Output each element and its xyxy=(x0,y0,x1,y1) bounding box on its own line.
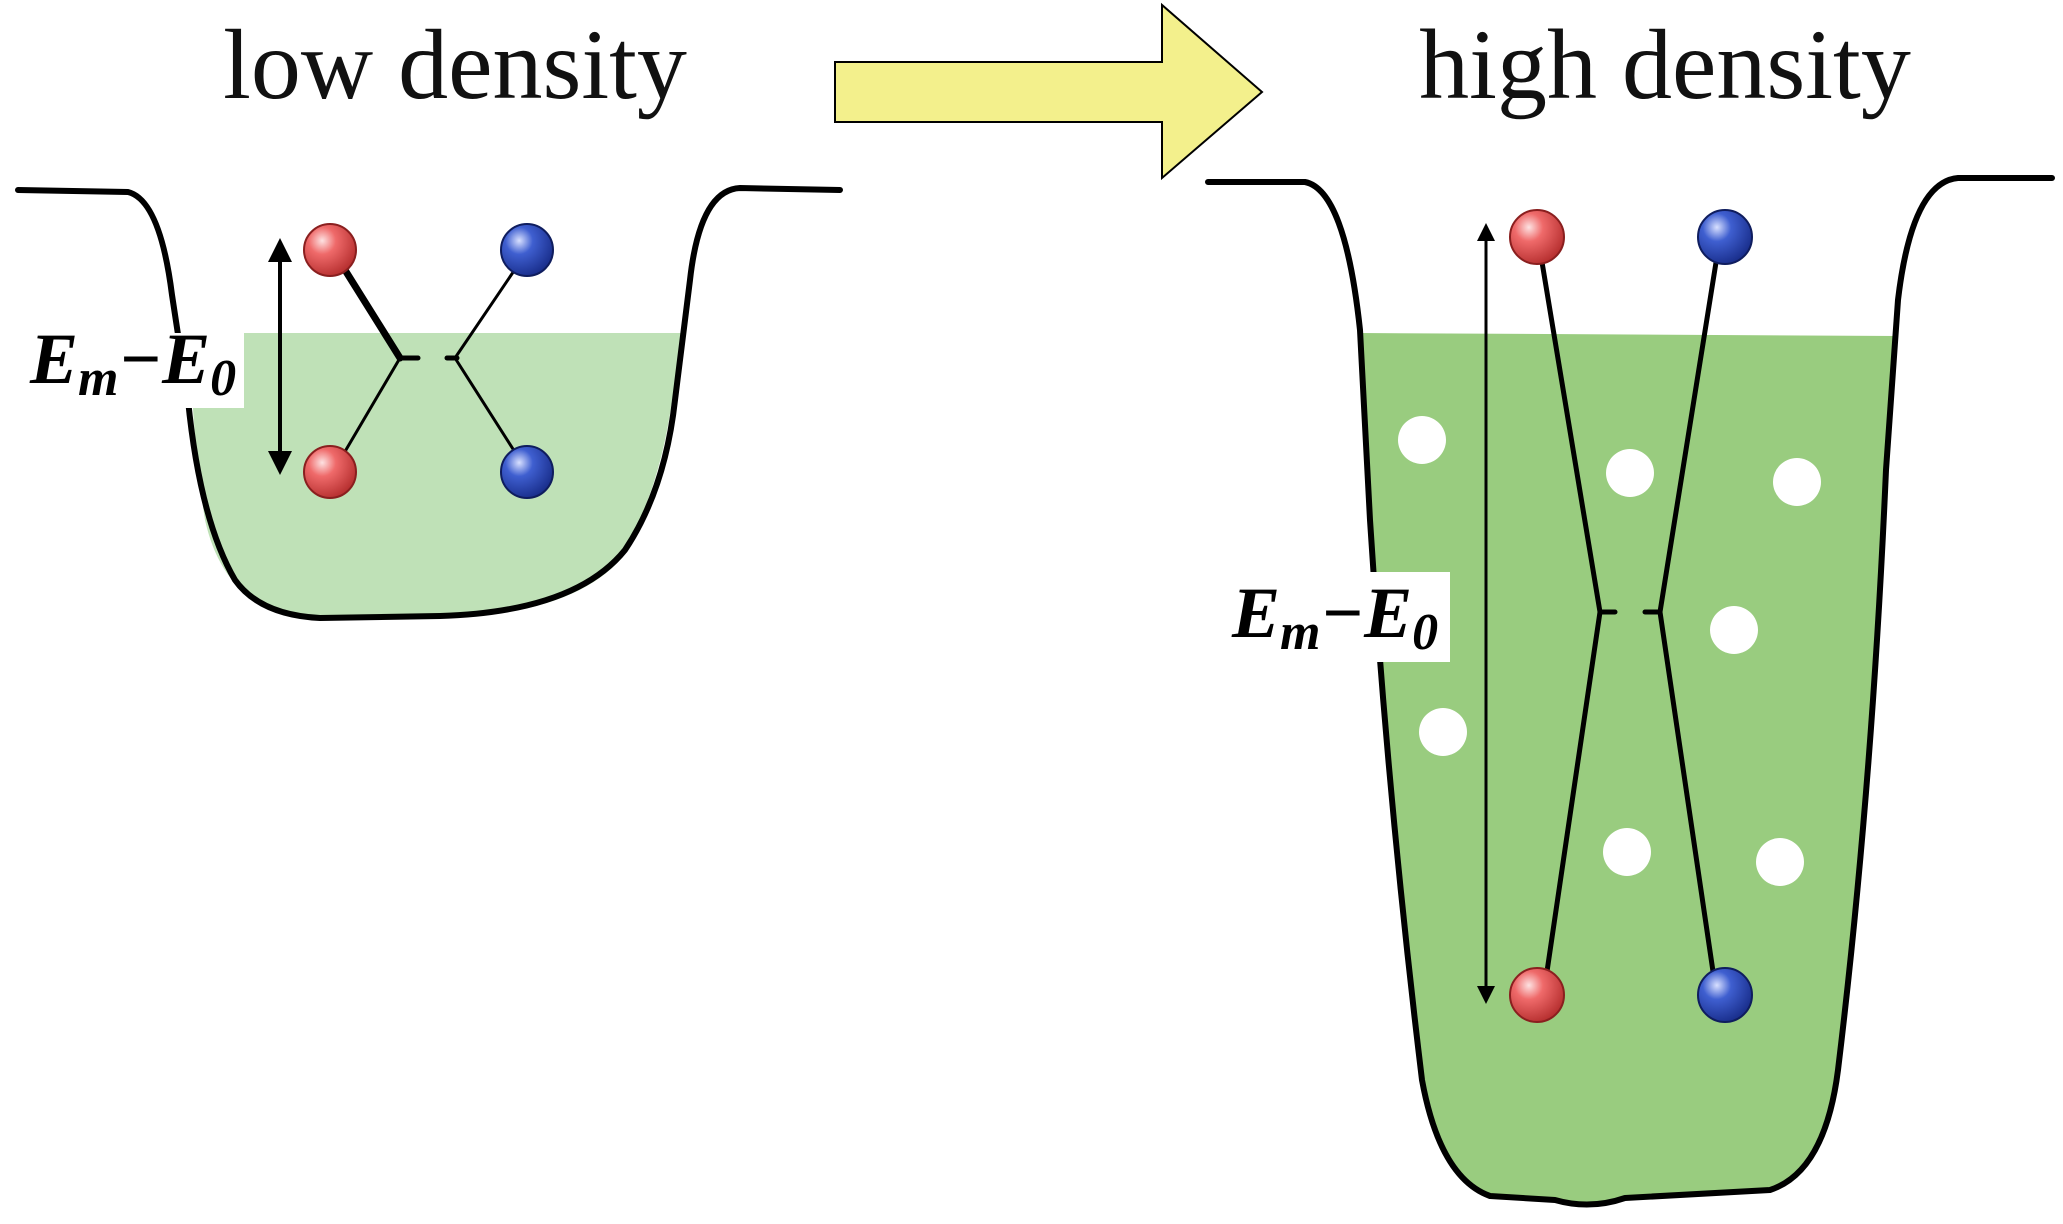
low-density-fill xyxy=(190,333,685,620)
high-red-sphere-top xyxy=(1509,209,1565,265)
high-bond-upper-right xyxy=(1657,247,1721,615)
low-bond-lower-right xyxy=(453,356,522,462)
particle-4 xyxy=(1710,606,1758,654)
particle-7 xyxy=(1756,838,1804,886)
high-density-title: high density xyxy=(1419,9,1911,120)
transition-arrow xyxy=(834,2,1264,181)
particle-5 xyxy=(1419,708,1467,756)
low-density-title: low density xyxy=(223,9,687,120)
high-density-label-backdrop xyxy=(1222,572,1450,662)
particle-6 xyxy=(1603,828,1651,876)
high-bond-lower-right xyxy=(1657,609,1718,988)
high-bond-upper-left xyxy=(1537,247,1603,615)
particle-3 xyxy=(1773,458,1821,506)
low-red-sphere-bottom xyxy=(303,445,357,499)
low-density-panel: Em−E0 xyxy=(15,185,843,621)
low-bond-upper-left xyxy=(336,258,404,362)
low-red-sphere-top xyxy=(303,223,357,277)
high-red-sphere-bottom xyxy=(1509,967,1565,1023)
low-blue-sphere-top xyxy=(500,223,554,277)
low-blue-sphere-bottom xyxy=(500,445,554,499)
high-bond-lower-left xyxy=(1542,609,1603,988)
low-density-energy-label: Em−E0 xyxy=(29,319,236,407)
particle-1 xyxy=(1398,416,1446,464)
high-blue-sphere-bottom xyxy=(1697,967,1753,1023)
particle-2 xyxy=(1606,449,1654,497)
high-density-panel: Em−E0 xyxy=(1205,175,2055,1208)
low-density-label-backdrop xyxy=(22,333,244,408)
high-density-energy-label: Em−E0 xyxy=(1231,573,1438,661)
low-bond-upper-right xyxy=(453,260,522,360)
high-blue-sphere-top xyxy=(1697,209,1753,265)
low-bond-lower-left xyxy=(338,356,402,462)
